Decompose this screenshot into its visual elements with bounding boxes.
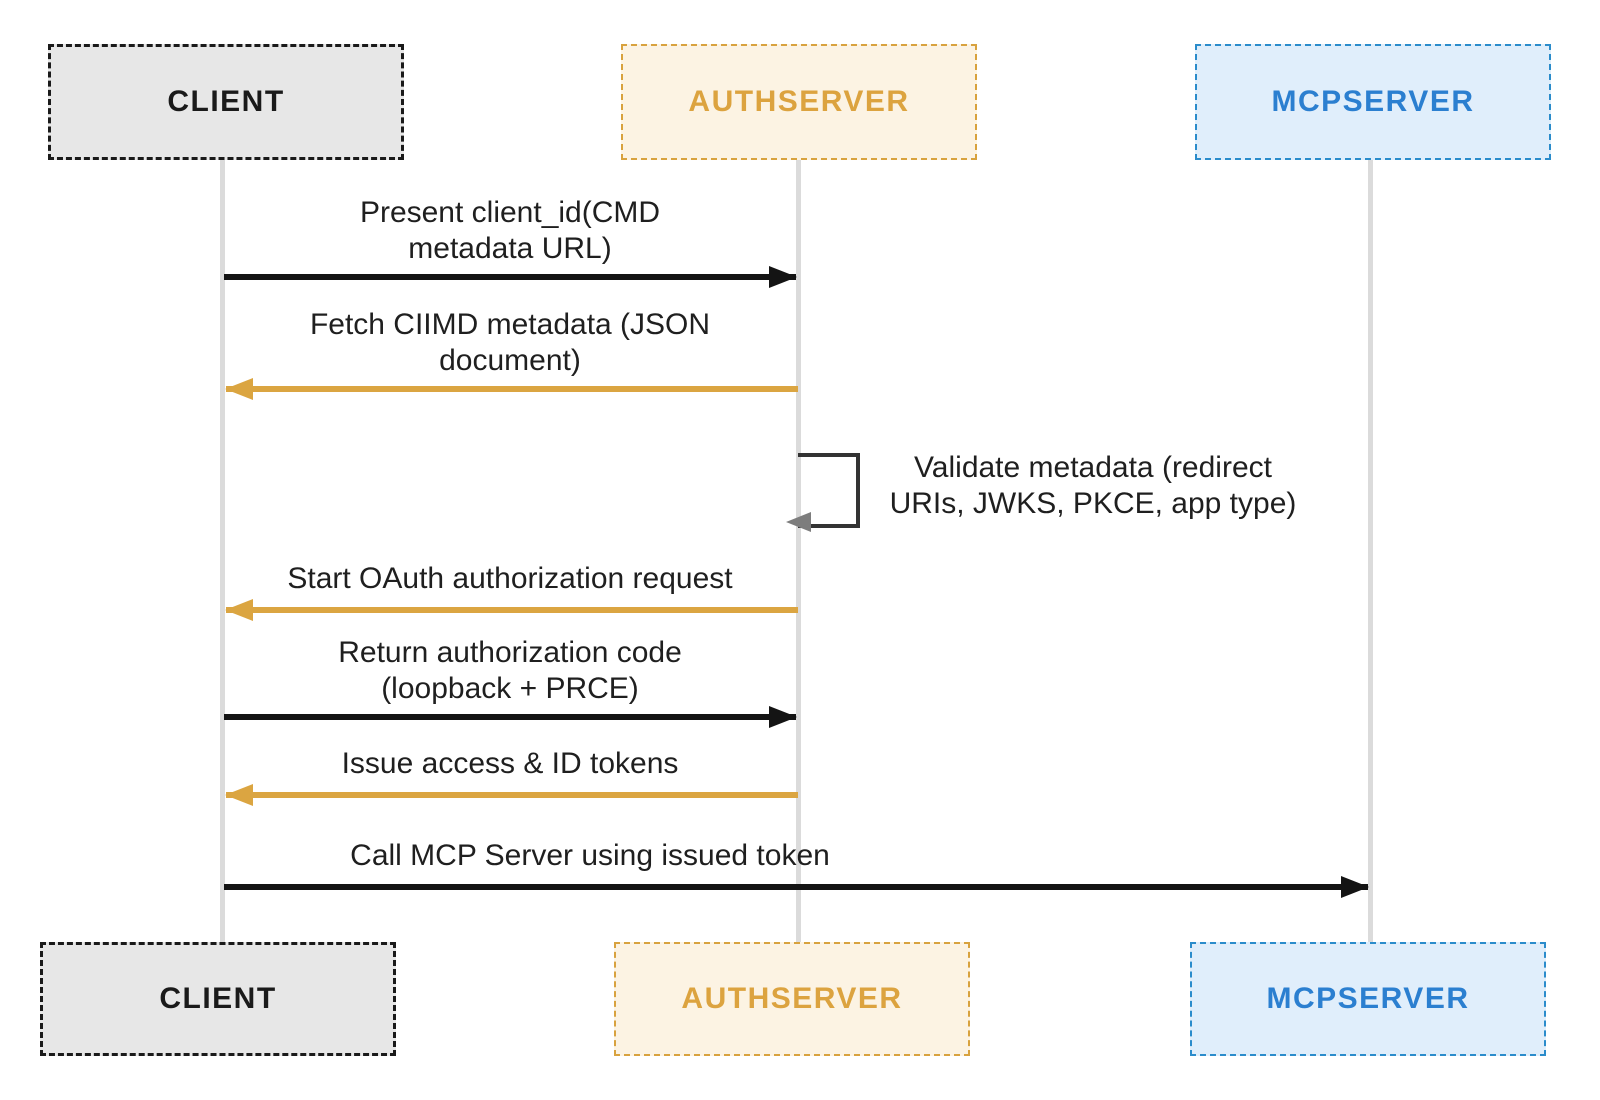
message-label-return-auth-code: Return authorization code (loopback + PR… — [338, 636, 682, 705]
arrow-line — [226, 792, 798, 798]
actor-label-authserver: AUTHSERVER — [688, 85, 910, 118]
message-label-call-mcp-server: Call MCP Server using issued token — [350, 839, 830, 872]
actor-box-authserver-bottom: AUTHSERVER — [614, 942, 970, 1056]
arrowhead-right-icon — [769, 706, 797, 728]
actor-label-authserver: AUTHSERVER — [681, 982, 903, 1015]
arrow-line — [224, 884, 1368, 890]
lifeline-client — [220, 160, 225, 942]
actor-box-client-top: CLIENT — [48, 44, 404, 160]
actor-label-mcpserver: MCPSERVER — [1271, 85, 1475, 118]
actor-label-client: CLIENT — [159, 982, 277, 1015]
message-label-fetch-ciimd: Fetch CIIMD metadata (JSON document) — [309, 308, 711, 377]
arrow-line — [226, 607, 798, 613]
lifeline-authserver — [796, 160, 801, 942]
selfloop-arrowhead-icon — [786, 512, 811, 532]
actor-box-mcpserver-top: MCPSERVER — [1195, 44, 1551, 160]
actor-label-mcpserver: MCPSERVER — [1266, 982, 1470, 1015]
message-label-issue-tokens: Issue access & ID tokens — [341, 747, 679, 780]
actor-box-authserver-top: AUTHSERVER — [621, 44, 977, 160]
arrowhead-right-icon — [1341, 876, 1369, 898]
message-label-present-client-id: Present client_id(CMD metadata URL) — [359, 196, 661, 265]
actor-box-client-bottom: CLIENT — [40, 942, 396, 1056]
arrowhead-left-icon — [225, 378, 253, 400]
message-label-validate-metadata: Validate metadata (redirect URIs, JWKS, … — [889, 451, 1297, 520]
actor-box-mcpserver-bottom: MCPSERVER — [1190, 942, 1546, 1056]
message-label-start-oauth: Start OAuth authorization request — [287, 562, 733, 595]
actor-label-client: CLIENT — [167, 85, 285, 118]
arrow-line — [226, 386, 798, 392]
lifeline-mcpserver — [1368, 160, 1373, 942]
arrowhead-left-icon — [225, 599, 253, 621]
arrowhead-left-icon — [225, 784, 253, 806]
arrowhead-right-icon — [769, 266, 797, 288]
selfloop-validate-metadata — [798, 453, 860, 528]
arrow-line — [224, 714, 796, 720]
arrow-line — [224, 274, 796, 280]
